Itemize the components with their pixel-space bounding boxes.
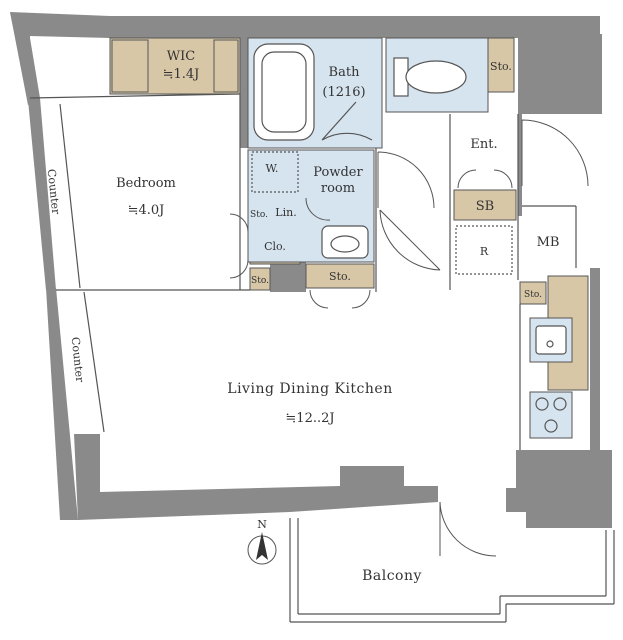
hall-sto-area [305, 263, 375, 289]
lin-door [305, 197, 331, 221]
bedroom-label: Bedroom [116, 176, 176, 191]
compass-arrow [256, 532, 268, 560]
hall-sto-door-l [309, 289, 329, 309]
counter-line-upper [59, 103, 81, 289]
washer-space [251, 151, 299, 193]
doors [229, 119, 589, 557]
hall-sto-door-r [351, 289, 371, 309]
mb-label: MB [537, 235, 560, 250]
counter-line-lower [83, 291, 105, 433]
wall-left-lower [46, 288, 78, 520]
wall-top-right [518, 34, 602, 114]
wall-bottom-right [506, 450, 612, 528]
washer-label: W. [266, 162, 279, 175]
shoebox-door-r [493, 169, 513, 189]
powder-label-1: Powder [313, 165, 363, 180]
wic-shelf-2 [213, 39, 239, 93]
burner-3 [544, 419, 558, 433]
counter-lower-label: Counter [69, 336, 87, 383]
powder-label-2: room [321, 181, 355, 196]
hall-sto-label: Sto. [329, 270, 351, 283]
wall-bottom-left [74, 434, 438, 520]
closet-door-top [229, 213, 249, 233]
kitchen-sink-drain [546, 340, 554, 348]
entrance-label: Ent. [470, 137, 497, 152]
small-sto-label: Sto. [250, 210, 268, 220]
bedroom-sto-area [249, 267, 271, 291]
toilet-sto-label: Sto. [490, 60, 512, 73]
hall-door [379, 209, 441, 271]
refrigerator-label: R [480, 245, 489, 258]
wic-area-label: ≒1.4J [163, 67, 200, 82]
wic-shelf-1 [111, 39, 149, 93]
wall-bath-left [240, 38, 248, 148]
closet-label: Clo. [264, 240, 286, 253]
powder-door [377, 151, 435, 209]
bath-door-arc [321, 101, 373, 141]
shoebox-area [453, 189, 517, 221]
room-labels: WIC ≒1.4J Bath (1216) Sto. Ent. Bedroom … [45, 49, 560, 584]
linen-label: Lin. [275, 206, 296, 219]
wall-sto-filler [270, 262, 306, 292]
bathtub-inner [261, 51, 307, 133]
wall-mb-top [518, 112, 522, 216]
washbasin [321, 225, 369, 259]
compass-label: N [257, 518, 267, 531]
burner-1 [535, 397, 549, 411]
burner-2 [553, 397, 567, 411]
bedroom-top [29, 93, 241, 99]
ldk-label: Living Dining Kitchen [227, 381, 392, 397]
balcony-door [439, 501, 497, 557]
wall-top-left [10, 12, 110, 105]
kitchen-stove-area [529, 391, 573, 439]
partitions [29, 93, 615, 623]
toilet-bowl [405, 60, 467, 94]
refrigerator-space [455, 225, 513, 275]
compass: N [247, 518, 277, 565]
wall-kitchen-right [590, 268, 600, 454]
fixtures [251, 43, 567, 433]
bedroom-sto-label: Sto. [251, 276, 269, 286]
bedroom-area-label: ≒4.0J [128, 203, 165, 218]
wic-label: WIC [167, 49, 195, 64]
kitchen-sink [535, 325, 567, 355]
bath-size-label: (1216) [322, 85, 365, 100]
wall-left-upper [10, 12, 56, 290]
bath-label: Bath [329, 65, 361, 80]
counter-upper-label: Counter [45, 168, 63, 215]
toilet-sto-area [487, 37, 515, 93]
ldk-area-label: ≒12..2J [285, 411, 334, 426]
wall-top [108, 16, 600, 38]
bathtub [253, 43, 315, 141]
entrance-door [521, 119, 589, 187]
closet-door-bottom [229, 259, 249, 279]
washbasin-bowl [330, 235, 360, 253]
shoebox-door-l [457, 169, 477, 189]
walls [10, 12, 612, 528]
kitchen-sto-area [519, 281, 547, 305]
kitchen-sto-label: Sto. [524, 290, 542, 300]
shoebox-label: SB [476, 199, 494, 214]
balcony-label: Balcony [362, 568, 422, 584]
